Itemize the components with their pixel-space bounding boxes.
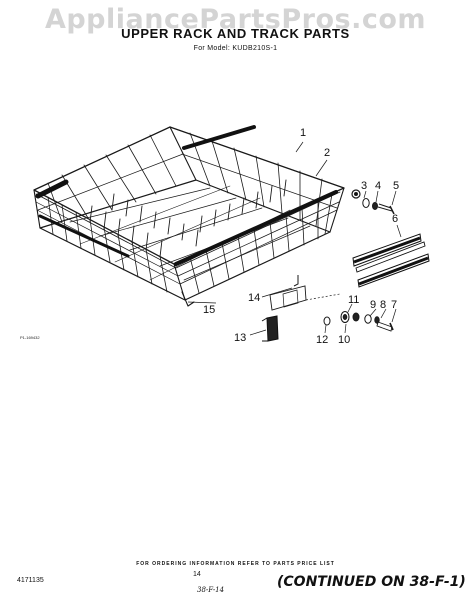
callout-10: 10 [338,334,350,346]
callout-2: 2 [324,147,330,159]
callout-3: 3 [361,180,367,192]
wheel-hardware [362,198,395,215]
callout-numbers: 1 2 3 4 5 6 7 8 9 10 11 12 13 14 15 [203,127,399,346]
callout-7: 7 [391,299,397,311]
fastener-hardware [323,310,394,332]
section-code: 38-F-14 [197,586,225,594]
watermark: AppliancePartsPros.com [44,4,427,35]
track-stop-drawing [261,315,279,342]
ordering-note: FOR ORDERING INFORMATION REFER TO PARTS … [136,561,335,567]
page-title: UPPER RACK AND TRACK PARTS [121,26,350,41]
page-number: 14 [193,571,201,578]
leader-lines [187,141,402,336]
upper-rack-drawing [33,125,361,307]
callout-13: 13 [234,332,246,344]
continued-note: (CONTINUED ON 38-F-1) [277,574,466,590]
callout-1: 1 [300,127,306,139]
callout-12: 12 [316,334,328,346]
callout-11: 11 [348,294,359,306]
callout-5: 5 [393,180,399,192]
drawing-ref-mark: P1-169432 [20,335,40,340]
callout-6: 6 [392,213,398,225]
document-number: 4171135 [17,577,44,584]
callout-4: 4 [375,180,381,192]
callout-8: 8 [380,299,386,311]
track-holder-drawing [269,275,341,311]
callout-15: 15 [203,304,215,316]
track-rail-drawing [352,233,430,288]
callout-14: 14 [248,292,260,304]
callout-9: 9 [370,299,376,311]
model-subtitle: For Model: KUDB210S-1 [193,45,278,52]
